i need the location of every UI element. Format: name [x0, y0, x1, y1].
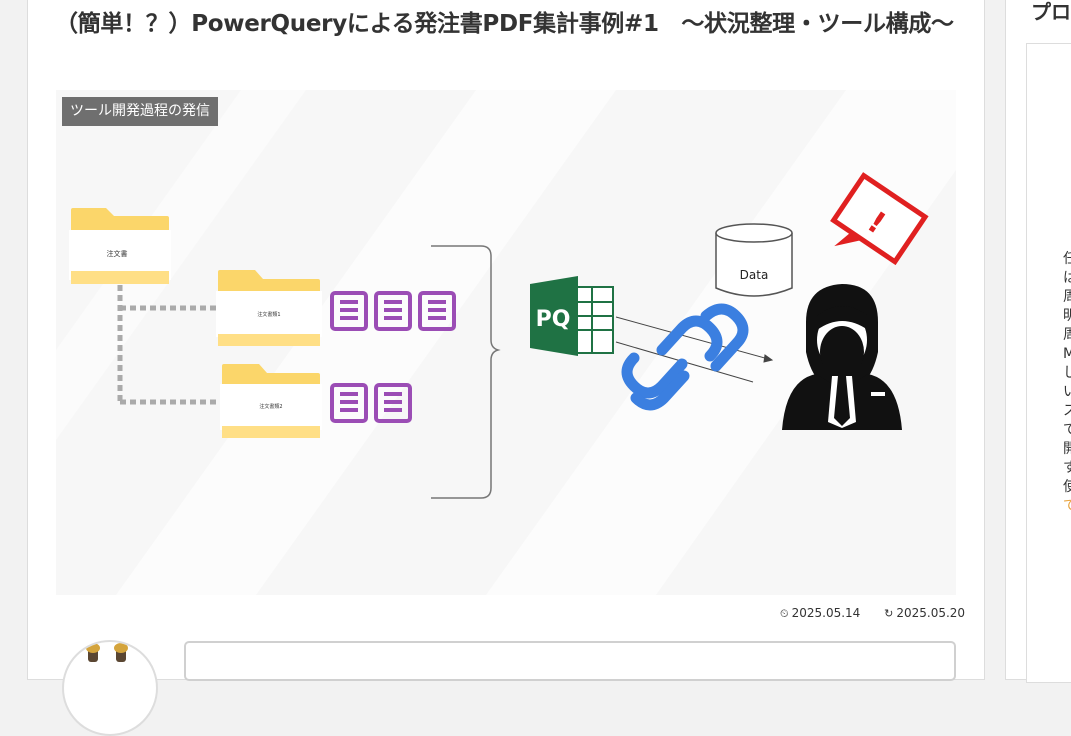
sidebar-title: プロ [1031, 0, 1071, 24]
page-title: （簡単！？）PowerQueryによる発注書PDF集計事例#1 ～状況整理・ツー… [55, 11, 954, 37]
folder-main-label: 注文書 [107, 249, 128, 258]
brace-shape [431, 245, 501, 499]
category-badge[interactable]: ツール開発過程の発信 [62, 97, 218, 126]
author-speech-box [184, 641, 956, 681]
folder-connector [117, 285, 221, 405]
folder-icon: 注文書類2 [220, 364, 322, 438]
published-date: ⏲2025.05.14 [780, 606, 861, 620]
pq-label: PQ [536, 307, 571, 332]
folder-icon: 注文書 [69, 208, 171, 284]
data-label: Data [740, 268, 769, 282]
updated-date: ↻2025.05.20 [884, 606, 966, 620]
folder-sub2-label: 注文書類2 [259, 403, 282, 410]
folder-sub1-label: 注文書類1 [257, 311, 280, 318]
database-icon: Data [715, 223, 793, 297]
document-icon-group [330, 291, 456, 423]
profile-widget [1026, 43, 1071, 683]
folder-icon: 注文書類1 [216, 270, 322, 346]
person-icon [782, 284, 902, 430]
link-icon [621, 303, 749, 411]
profile-text: 任は周明周Mしいスで開す使で [1063, 251, 1071, 514]
clock-icon: ⏲ [780, 607, 789, 620]
post-dates: ⏲2025.05.14 ↻2025.05.20 [780, 606, 985, 621]
avatar[interactable] [62, 640, 158, 736]
excel-pq-icon: PQ [530, 276, 614, 356]
alert-icon: ! [830, 172, 929, 266]
refresh-icon: ↻ [884, 607, 894, 620]
eyecatch-image: 注文書 注文書類1 注文書類2 [56, 90, 956, 595]
